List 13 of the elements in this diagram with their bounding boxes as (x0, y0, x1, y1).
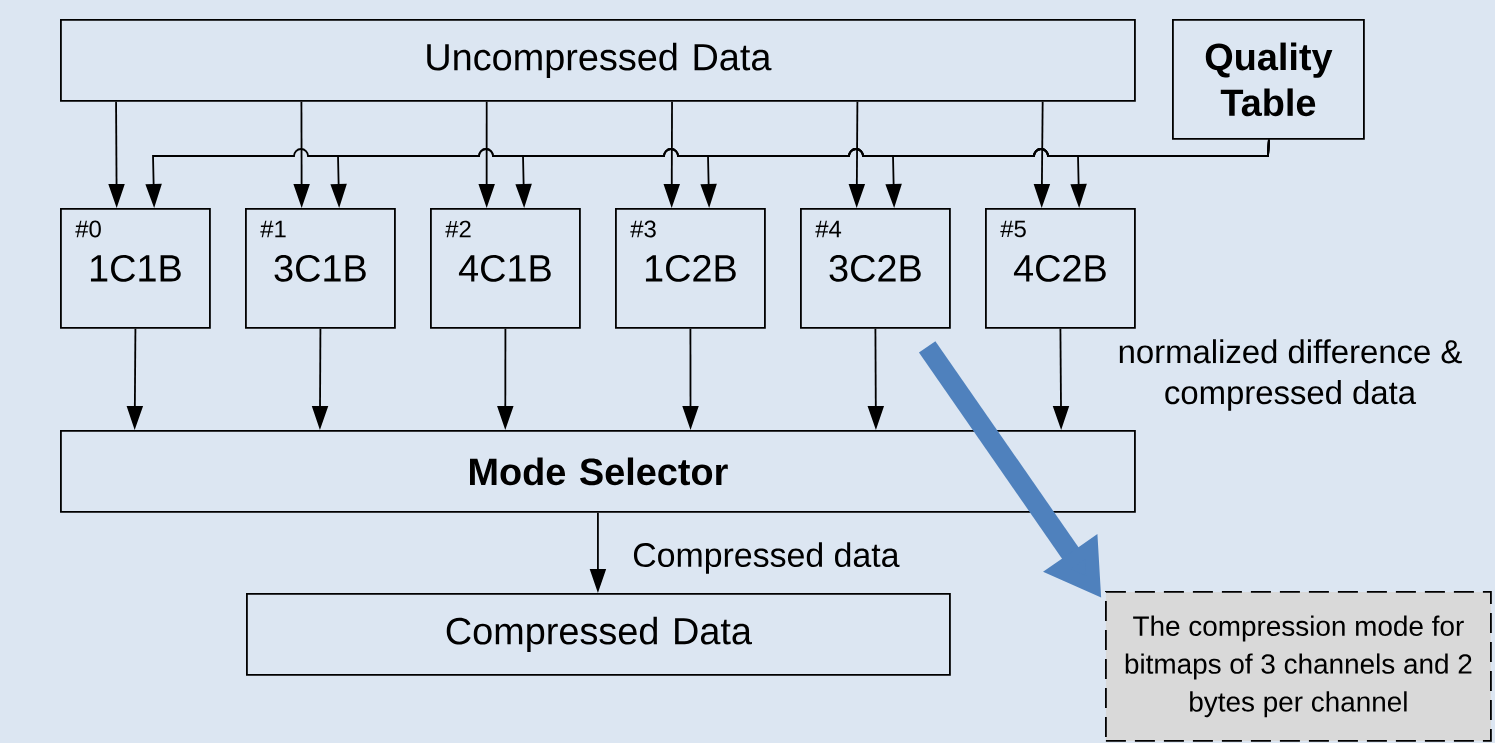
mode-number: #1 (260, 220, 286, 238)
mode-number: #0 (75, 220, 101, 238)
output-box: Compressed Data (246, 593, 951, 676)
mode-number: #4 (815, 220, 842, 238)
data-box: Uncompressed Data (60, 19, 1136, 102)
mode-number: #2 (445, 220, 471, 238)
edge-label: Compressed data (633, 542, 900, 574)
table-box: Quality Table (1172, 19, 1365, 140)
note-box: The compression mode for bitmaps of 3 channels and 2 bytes per channel (1105, 591, 1492, 742)
edge-label: normalized difference & compressed data (1119, 339, 1462, 411)
mode-number: #3 (630, 220, 656, 238)
selector-box: Mode Selector (60, 430, 1136, 513)
mode-number: #5 (1000, 220, 1026, 238)
